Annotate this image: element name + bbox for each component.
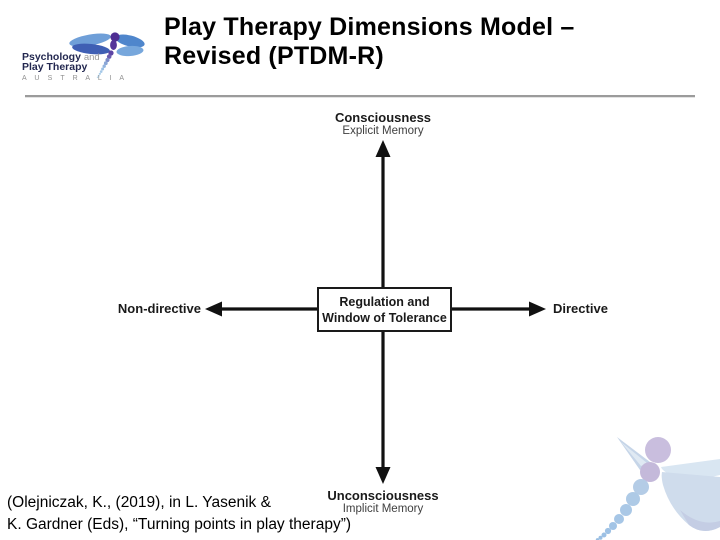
slide-title-line1: Play Therapy Dimensions Model – xyxy=(164,13,575,41)
axis-top-label: Consciousness xyxy=(334,110,432,125)
brand-name-line1: Psychology and xyxy=(22,51,127,63)
dragonfly-logo-icon xyxy=(69,32,145,79)
arrowhead-down-icon xyxy=(375,467,391,484)
center-box-line1: Regulation and xyxy=(339,294,430,309)
brand-name-bold: Psychology xyxy=(22,51,81,63)
brand-name-and: and xyxy=(83,52,100,63)
axis-top-sublabel: Explicit Memory xyxy=(342,125,424,137)
axis-bottom-sublabel: Implicit Memory xyxy=(342,503,424,515)
brand-text: Psychology and Play Therapy A U S T R A … xyxy=(22,51,128,82)
slide-title: Play Therapy Dimensions Model – Revised … xyxy=(164,13,684,71)
center-box-line2: Window of Tolerance xyxy=(322,310,447,325)
axis-left-label: Non-directive xyxy=(117,301,201,316)
header-divider xyxy=(25,95,695,98)
arrowhead-up-icon xyxy=(375,140,391,157)
brand-name-line2: Play Therapy xyxy=(22,60,88,73)
brand-country: A U S T R A L I A xyxy=(22,74,128,82)
axis-right-label: Directive xyxy=(553,301,608,316)
arrowhead-left-icon xyxy=(205,301,222,317)
dragonfly-watermark-icon xyxy=(595,437,720,540)
citation-line1: (Olejniczak, K., (2019), in L. Yasenik & xyxy=(7,494,271,511)
citation-line2: K. Gardner (Eds), “Turning points in pla… xyxy=(7,515,352,533)
brand-logo: Psychology and Play Therapy A U S T R A … xyxy=(0,0,160,100)
axis-bottom-label: Unconsciousness xyxy=(327,488,439,503)
arrowhead-right-icon xyxy=(529,301,546,317)
center-box: Regulation and Window of Tolerance xyxy=(317,287,452,332)
citation: (Olejniczak, K., (2019), in L. Yasenik &… xyxy=(7,492,351,535)
slide-title-line2: Revised (PTDM-R) xyxy=(164,42,384,70)
